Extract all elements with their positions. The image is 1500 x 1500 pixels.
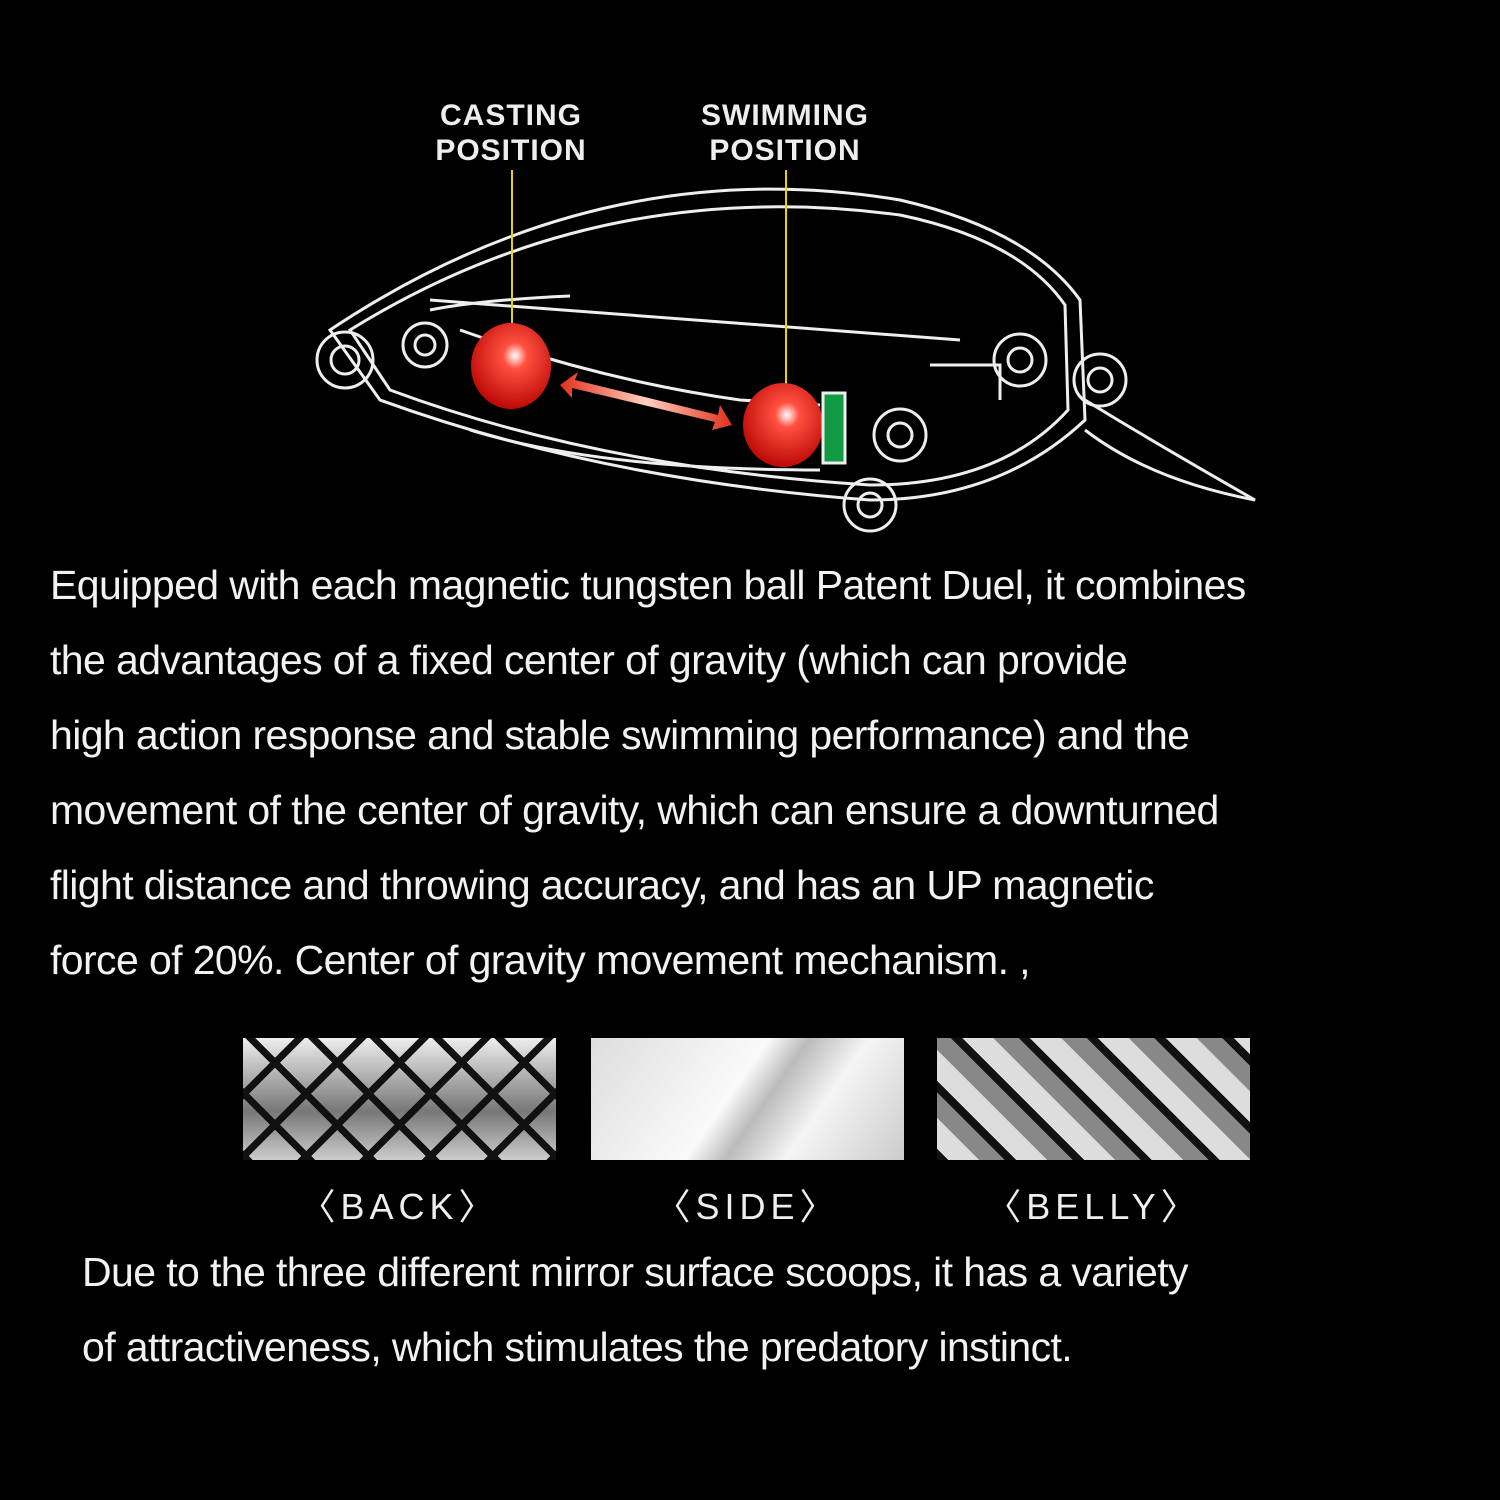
back-label: 〈BACK〉 [299,1186,500,1227]
text-line: high action response and stable swimming… [50,712,1190,758]
text-line: the advantages of a fixed center of grav… [50,637,1128,683]
belly-surface-swatch [937,1038,1250,1160]
text-line: force of 20%. Center of gravity movement… [50,937,1031,983]
back-surface-swatch [243,1038,556,1160]
text-line: of attractiveness, which stimulates the … [82,1324,1073,1370]
magnet [821,391,847,465]
side-surface-swatch [591,1038,904,1160]
casting-position-ball [471,323,551,409]
diving-lip [1084,398,1256,502]
label-line: SWIMMING [701,99,869,132]
label-line: CASTING [440,99,582,132]
description-paragraph: Equipped with each magnetic tungsten bal… [50,548,1246,998]
casting-position-label: CASTING POSITION [381,98,641,168]
label-line: POSITION [709,134,861,167]
side-label: 〈SIDE〉 [654,1186,841,1227]
belly-label: 〈BELLY〉 [985,1186,1202,1227]
swimming-position-label: SWIMMING POSITION [655,98,915,168]
movement-arrow [560,372,732,430]
text-line: flight distance and throwing accuracy, a… [50,862,1154,908]
lure-cutaway-diagram [315,170,1256,533]
label-line: POSITION [435,134,587,167]
lure-outline [315,187,1256,533]
summary-paragraph: Due to the three different mirror surfac… [82,1235,1189,1385]
text-line: Equipped with each magnetic tungsten bal… [50,562,1246,608]
swimming-position-ball [743,383,823,467]
text-line: movement of the center of gravity, which… [50,787,1219,833]
text-line: Due to the three different mirror surfac… [82,1249,1189,1295]
